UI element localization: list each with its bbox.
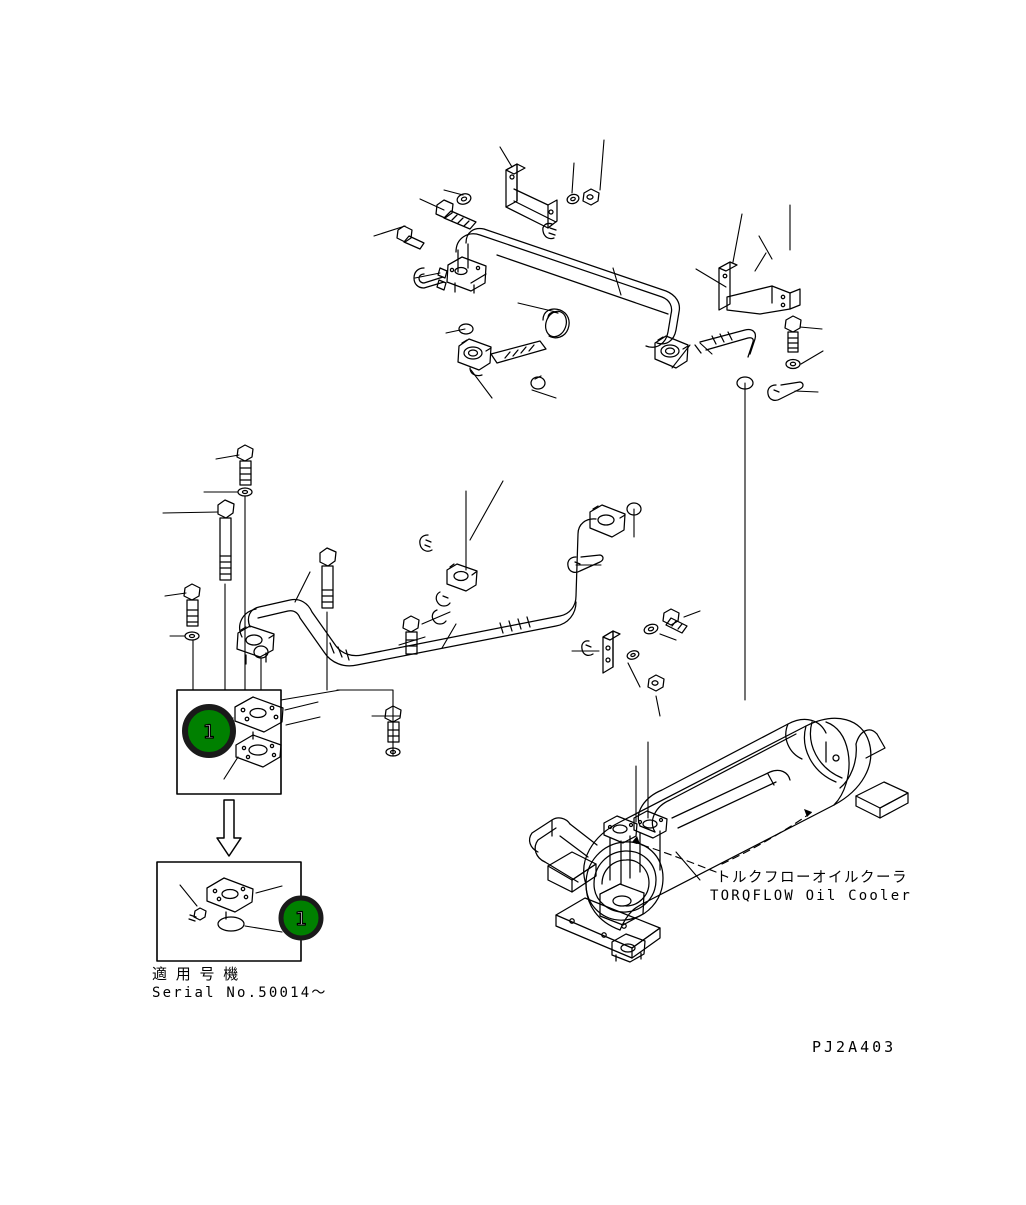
upper-tube-left-flange	[446, 256, 487, 294]
callout-1-number: 1	[203, 721, 215, 743]
serial-note-japanese: 適 用 号 機	[152, 965, 241, 983]
mid-tube-connector	[419, 534, 478, 625]
upper-mounting-bracket	[505, 163, 558, 229]
upper-tube-sleeve	[542, 308, 570, 339]
upper-detail-box-frame	[176, 689, 282, 795]
cooler-label-japanese: トルクフローオイルクーラ	[716, 870, 908, 886]
right-fastener-stack	[767, 315, 804, 401]
upper-plugs	[458, 323, 754, 390]
torqflow-oil-cooler	[528, 717, 909, 963]
cooler-label-english: TORQFLOW Oil Cooler	[710, 888, 912, 904]
lower-right-fastener-group	[567, 554, 688, 692]
upper-right-connector	[654, 328, 757, 369]
serial-note-english: Serial No.50014〜	[152, 985, 328, 1001]
lower-tube-left-flange	[236, 625, 275, 665]
page-code: PJ2A403	[812, 1038, 897, 1056]
callout-2-number: 1	[295, 908, 307, 930]
lower-detail-box-frame	[156, 861, 302, 962]
mid-bolt-right	[402, 615, 420, 655]
lower-tube-right-flange	[589, 504, 626, 538]
upper-fastener-group	[396, 188, 600, 291]
lower-oil-tube	[239, 518, 597, 667]
left-long-bolt-1	[236, 444, 254, 497]
right-mounting-bracket	[718, 261, 801, 315]
left-long-bolt-2	[217, 499, 235, 581]
left-long-bolt-3	[319, 547, 337, 609]
callout-markers: 1 1	[182, 704, 324, 941]
left-short-bolt	[183, 583, 201, 641]
lower-detail-content	[179, 877, 283, 933]
detail-link-arrow	[216, 799, 242, 857]
upper-oil-tube	[455, 227, 681, 348]
